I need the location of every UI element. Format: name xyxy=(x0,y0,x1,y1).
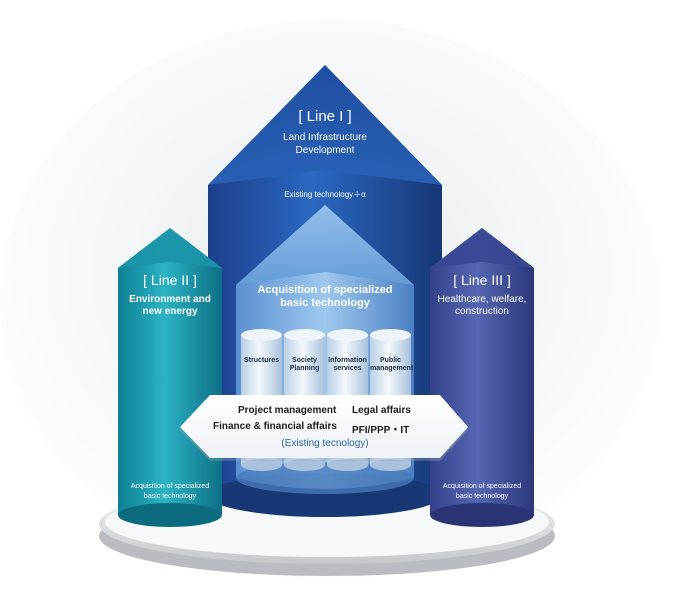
line2-bracket: [ Line II ] xyxy=(143,272,197,288)
line3-bracket: [ Line III ] xyxy=(453,272,511,288)
line3-title-2: construction xyxy=(455,306,509,317)
center-title-2: basic technology xyxy=(280,297,370,309)
line3-bottom-2: basic technology xyxy=(455,493,509,500)
line2-bottom-2: basic technology xyxy=(143,493,197,500)
line3-bottom-1: Acquisition of specialized xyxy=(442,483,522,490)
center-title-1: Acquisition of specialized xyxy=(257,284,393,296)
line2-title-1: Environment and xyxy=(129,294,211,305)
line2-title-2: new energy xyxy=(142,306,198,317)
line1-existing: Existing technology＋α xyxy=(284,190,366,199)
line1-title-2: Development xyxy=(295,145,355,156)
line2-bottom-1: Acquisition of specialized xyxy=(130,483,210,490)
line1-bracket: [ Line I ] xyxy=(298,108,352,125)
banner-project-management: Project management xyxy=(238,405,337,416)
cylinder-structures: Structures xyxy=(243,357,279,364)
line1-title-1: Land Infrastructure xyxy=(283,132,367,143)
line2-arrow xyxy=(118,228,222,527)
line3-title-1: Healthcare, welfare, xyxy=(437,294,527,305)
banner-finance: Finance & financial affairs xyxy=(213,421,337,432)
line3-arrow xyxy=(430,228,534,527)
banner-legal-affairs: Legal affairs xyxy=(352,405,411,416)
cylinder-information-services: Information services xyxy=(328,357,367,372)
banner-pfi-ppp-it: PFI/PPP・IT xyxy=(352,425,410,436)
banner-existing-technology: (Existing tecnology) xyxy=(281,438,369,449)
cylinder-society-planning: Society Planning xyxy=(289,357,320,372)
existing-tech-banner xyxy=(180,395,468,461)
cylinder-public-management: Public management xyxy=(370,357,414,372)
